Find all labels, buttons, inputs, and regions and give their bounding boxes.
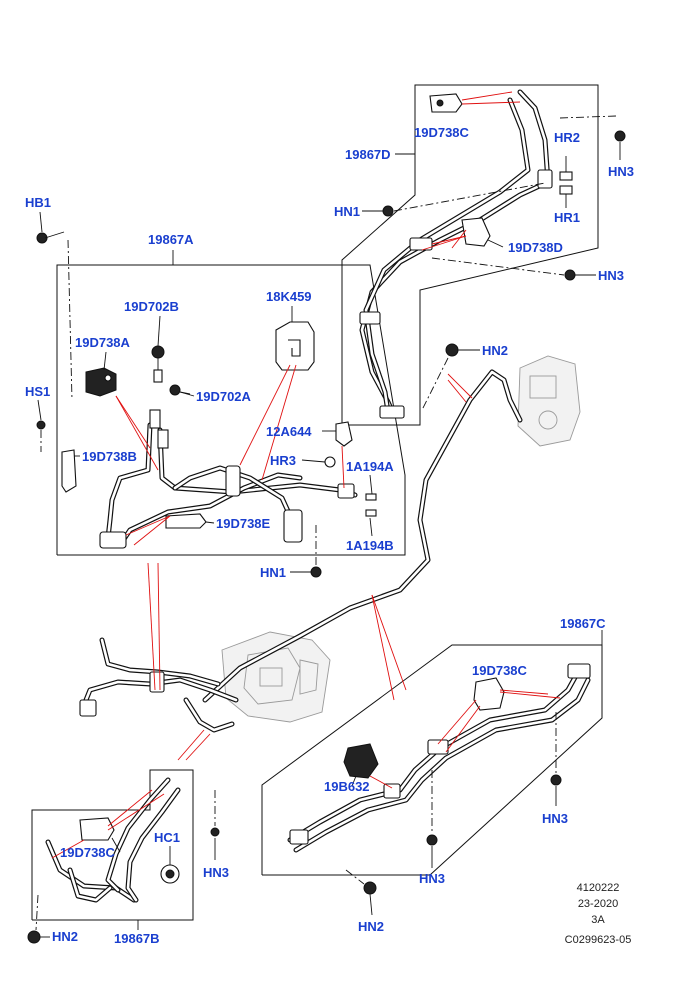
label-12A644: 12A644 [266,424,312,439]
label-hn2-mid: HN2 [482,343,508,358]
connector-12A644 [335,421,353,447]
label-hr2: HR2 [554,130,580,145]
label-19D738D: 19D738D [508,240,563,255]
label-19D738C-top: 19D738C [414,125,470,140]
label-19D738C-left: 19D738C [60,845,116,860]
o-ring-HR3 [324,456,336,468]
pipe-19867A-fittings [99,409,355,549]
label-19867B: 19867B [114,931,160,946]
frame-19867D [341,84,599,426]
label-hn1-top: HN1 [334,204,360,219]
pipe-19867C-fittings [289,663,591,845]
nut-HN3-top [614,130,626,142]
heater-unit-illustration [517,355,581,447]
label-hn3-mid: HN3 [598,268,624,283]
label-hn2-left: HN2 [52,929,78,944]
frame-19867C [261,630,603,876]
label-hs1: HS1 [25,384,50,399]
label-19D702B: 19D702B [124,299,179,314]
label-1A194A: 1A194A [346,459,394,474]
label-hn3-left: HN3 [203,865,229,880]
frame-19867A [56,250,406,556]
label-19D738A: 19D738A [75,335,131,350]
screw-HS1 [36,420,46,430]
nut-HN2-bottom [363,881,377,895]
pipe-hvac-assembly [79,637,239,733]
reference-line-1: 4120222 [577,882,620,894]
label-hn3-top: HN3 [608,164,634,179]
assembly-lines [35,115,617,931]
reference-line-2: 23-2020 [578,898,618,910]
clip-19D738C-left [79,817,115,841]
reference-block: 4120222 23-2020 3A C0299623-05 [565,882,632,946]
label-1A194B: 1A194B [346,538,394,553]
label-hn2-bottom: HN2 [358,919,384,934]
clip-19D738E [165,513,207,529]
label-hn3-bottom-c: HN3 [419,871,445,886]
clip-HR2-HR1 [559,171,573,195]
nut-HN3-bottom-c [426,834,438,846]
part-labels: HB1 19867A 19D702B 18K459 19D738A 19D702… [25,125,634,946]
reference-line-4: C0299623-05 [565,934,632,946]
connector-19D702B [151,345,165,383]
label-hc1: HC1 [154,830,180,845]
pipe-main-connecting [202,369,523,703]
nut-HN3-right [550,774,562,786]
reference-line-3: 3A [591,914,605,926]
pipe-19867C [287,669,591,853]
clip-19D738C-right [473,677,505,711]
label-19D702A: 19D702A [196,389,252,404]
seal-1A194A [365,493,377,517]
frame-19867B [31,769,194,930]
nut-HN2-left [27,930,41,944]
nut-HN1-low [310,566,322,578]
label-19B632: 19B632 [324,779,370,794]
nut-HN2-mid [445,343,459,357]
clip-19D738D [461,217,491,247]
clip-19D738B [61,449,77,493]
label-hr1: HR1 [554,210,580,225]
clip-19D738C-top [429,93,463,113]
red-callouts [51,91,561,859]
pipe-19867B [45,777,181,903]
connector-19D702A [169,384,191,396]
sensor-18K459 [275,321,315,371]
clamp-HC1 [160,864,180,884]
nut-HN3-mid [564,269,576,281]
label-19867C: 19867C [560,616,606,631]
leaders [37,142,621,938]
label-hn1-low: HN1 [260,565,286,580]
nut-HN1-top [382,205,394,217]
label-18K459: 18K459 [266,289,312,304]
label-hb1: HB1 [25,195,51,210]
nut-HN3-left [210,827,220,837]
label-hn3-right: HN3 [542,811,568,826]
clip-19D738A [85,367,117,397]
hvac-unit-illustration [221,631,331,723]
label-19867D: 19867D [345,147,391,162]
damper-19B632 [343,743,379,779]
bolt-HB1 [36,231,65,244]
label-19D738E: 19D738E [216,516,271,531]
label-hr3: HR3 [270,453,296,468]
label-19867A: 19867A [148,232,194,247]
label-19D738B: 19D738B [82,449,137,464]
label-19D738C-right: 19D738C [472,663,528,678]
